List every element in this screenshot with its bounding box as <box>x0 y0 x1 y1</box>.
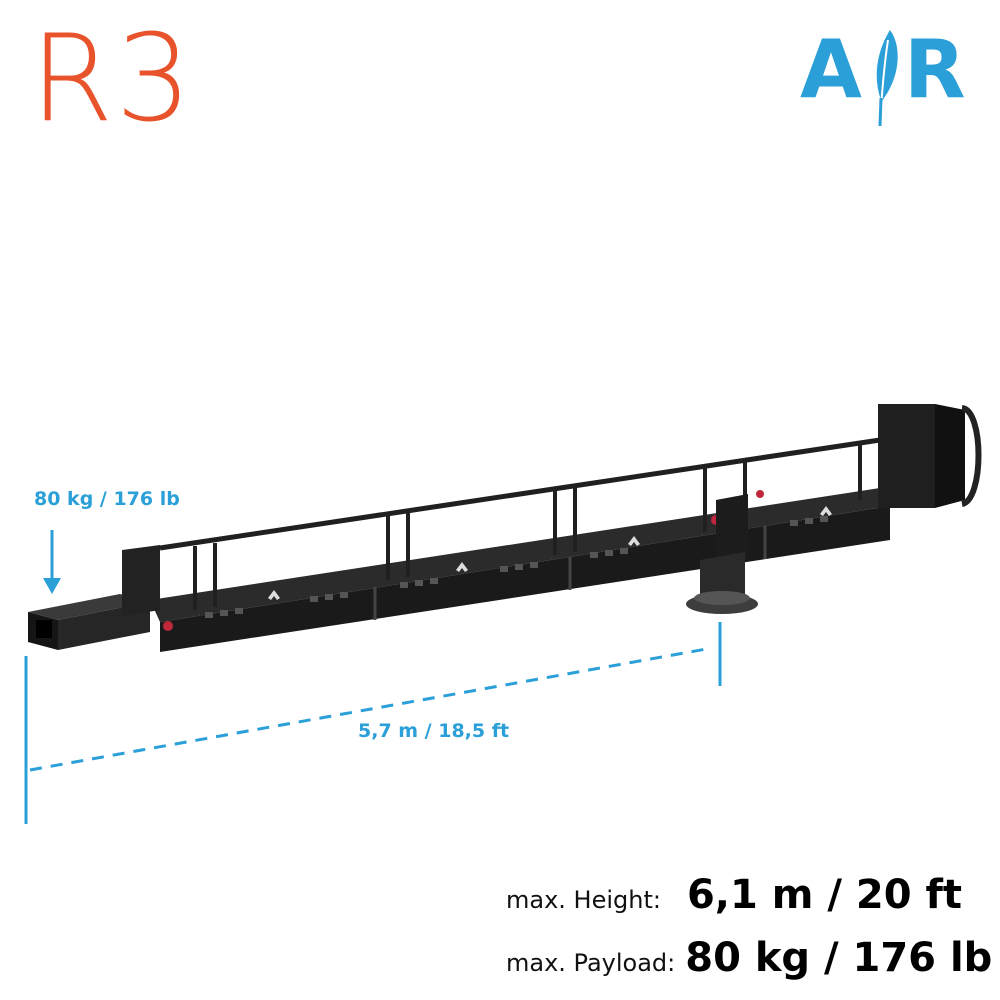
model-title: R3 <box>30 10 194 149</box>
payload-arrow-icon <box>43 530 61 594</box>
payload-marker-label: 80 kg / 176 lb <box>34 488 180 510</box>
max-payload-spec: max. Payload: 80 kg / 176 lb <box>506 935 992 981</box>
max-height-label: max. Height: <box>506 886 661 914</box>
camera-crane-arm-icon <box>28 404 982 652</box>
logo-letter-a: A <box>800 23 862 116</box>
max-height-spec: max. Height: 6,1 m / 20 ft <box>506 872 962 918</box>
feather-icon <box>876 30 898 127</box>
reach-dimension-lines <box>24 622 722 824</box>
brand-logo: A R <box>800 30 970 130</box>
logo-letter-r: R <box>904 23 966 116</box>
max-height-value: 6,1 m / 20 ft <box>686 872 963 918</box>
max-payload-label: max. Payload: <box>506 949 676 977</box>
max-payload-value: 80 kg / 176 lb <box>685 935 993 981</box>
reach-marker-label: 5,7 m / 18,5 ft <box>358 720 510 742</box>
